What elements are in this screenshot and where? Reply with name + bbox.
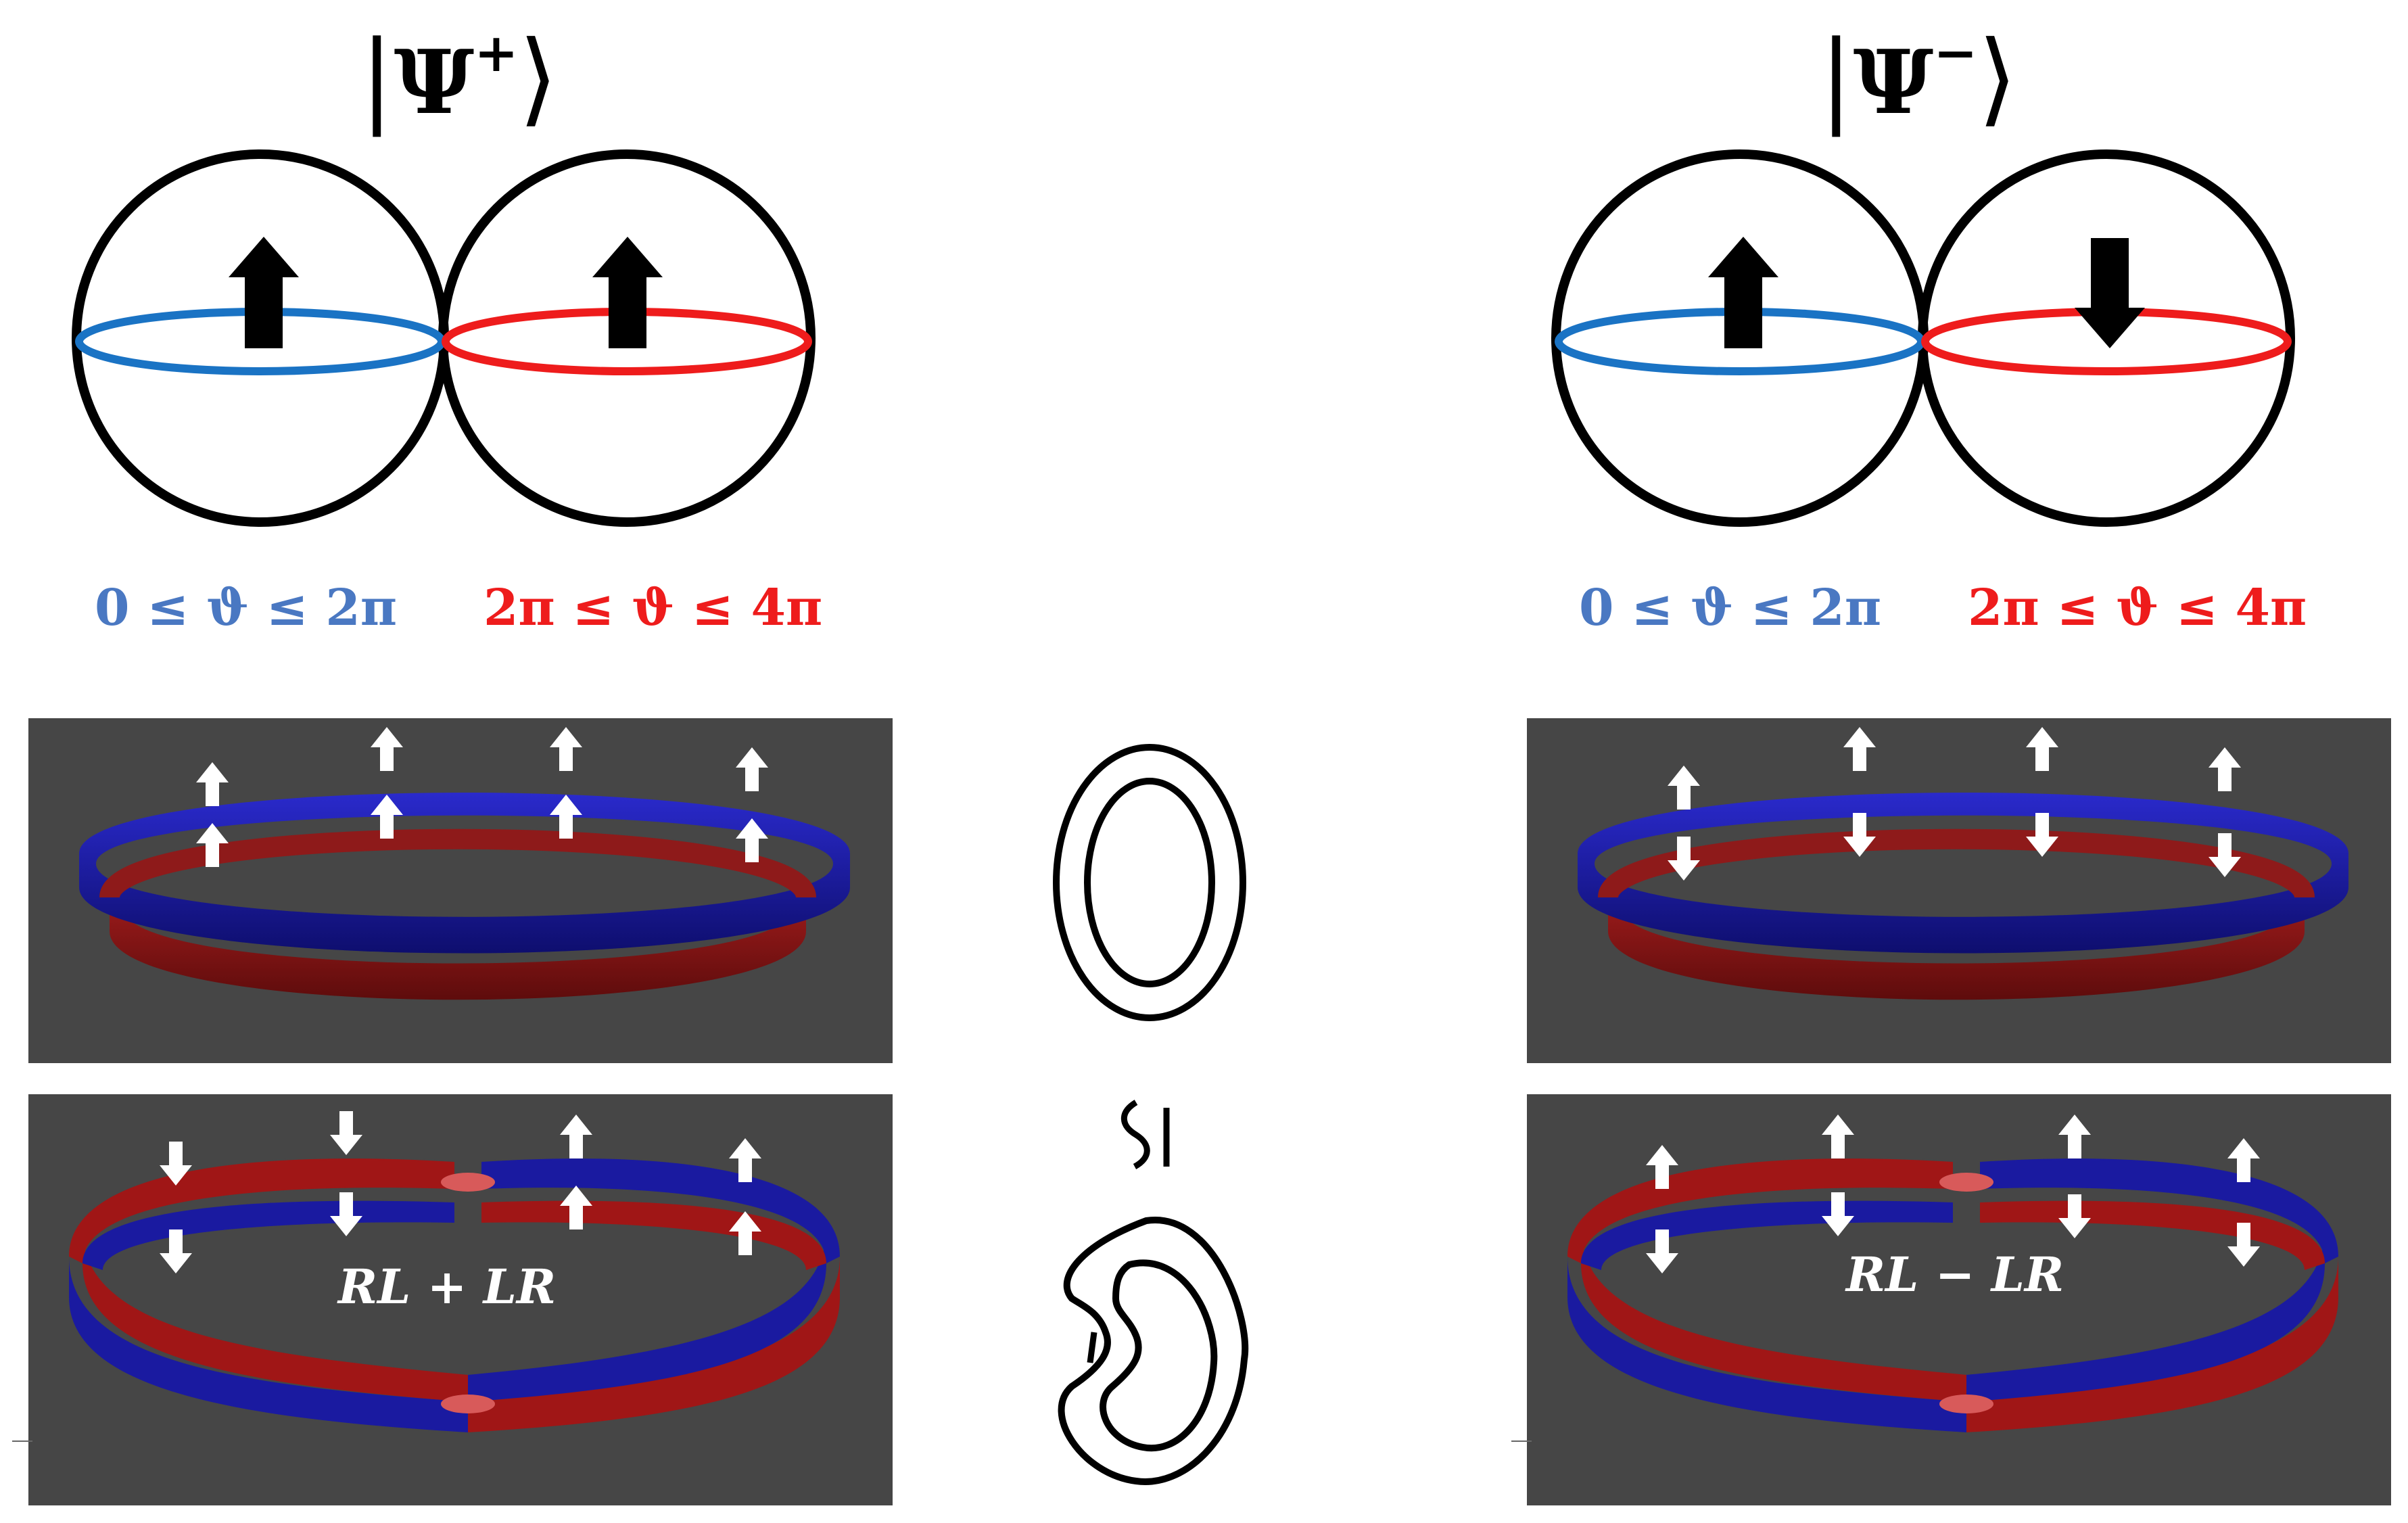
topology-sketch [1053,744,1249,1485]
spin-up-arrow-icon [1708,237,1778,348]
panel-tick-left [12,1440,32,1442]
ket-close: ⟩ [1977,20,2018,137]
heading-psi-minus: |Ψ−⟩ [1819,27,2017,130]
ket-open: | [360,20,394,137]
spin-arrows-up [196,727,768,867]
torus-inner-outline [1084,778,1215,987]
torus-outer-outline [1053,744,1246,1021]
ring-panel-top-left [28,718,893,1063]
spin-arrows-mixed [1668,727,2241,881]
psi-symbol: Ψ [394,30,475,134]
ket-sign: − [1933,22,1978,84]
combination-label-left: RL + LR [338,1259,557,1315]
ket-close: ⟩ [518,20,559,137]
range-label-red-left: 2π ≤ ϑ ≤ 4π [483,579,823,637]
fold-mark [1087,1332,1097,1363]
psi-symbol: Ψ [1853,30,1934,134]
panel-tick-right [1511,1440,1532,1442]
spin-arrows-ribbon-left [160,1111,761,1273]
spin-up-arrow-icon [592,237,663,348]
sphere-pair-left [72,149,816,527]
ring-panel-top-right [1527,718,2391,1063]
range-label-blue-left: 0 ≤ ϑ ≤ 2π [95,579,397,637]
combination-label-right: RL − LR [1846,1246,2064,1303]
spin-up-arrow-icon [229,237,299,348]
spin-down-arrow-icon [2075,238,2145,348]
range-label-blue-right: 0 ≤ ϑ ≤ 2π [1579,579,1881,637]
ket-open: | [1819,20,1854,137]
folded-torus-outline [1058,1217,1249,1485]
heading-psi-plus: |Ψ+⟩ [360,27,558,130]
folded-torus-inner [1100,1259,1218,1452]
similar-wave-icon [1120,1100,1150,1169]
relation-symbol: ≀ [1110,1089,1138,1163]
ribbon-panel-bottom-right [1527,1094,2391,1505]
spin-arrows-ribbon-right [1646,1115,2260,1273]
ribbon-panel-bottom-left [28,1094,893,1505]
sphere-pair-right [1551,149,2295,527]
range-label-red-right: 2π ≤ ϑ ≤ 4π [1968,579,2307,637]
ket-sign: + [474,22,519,84]
